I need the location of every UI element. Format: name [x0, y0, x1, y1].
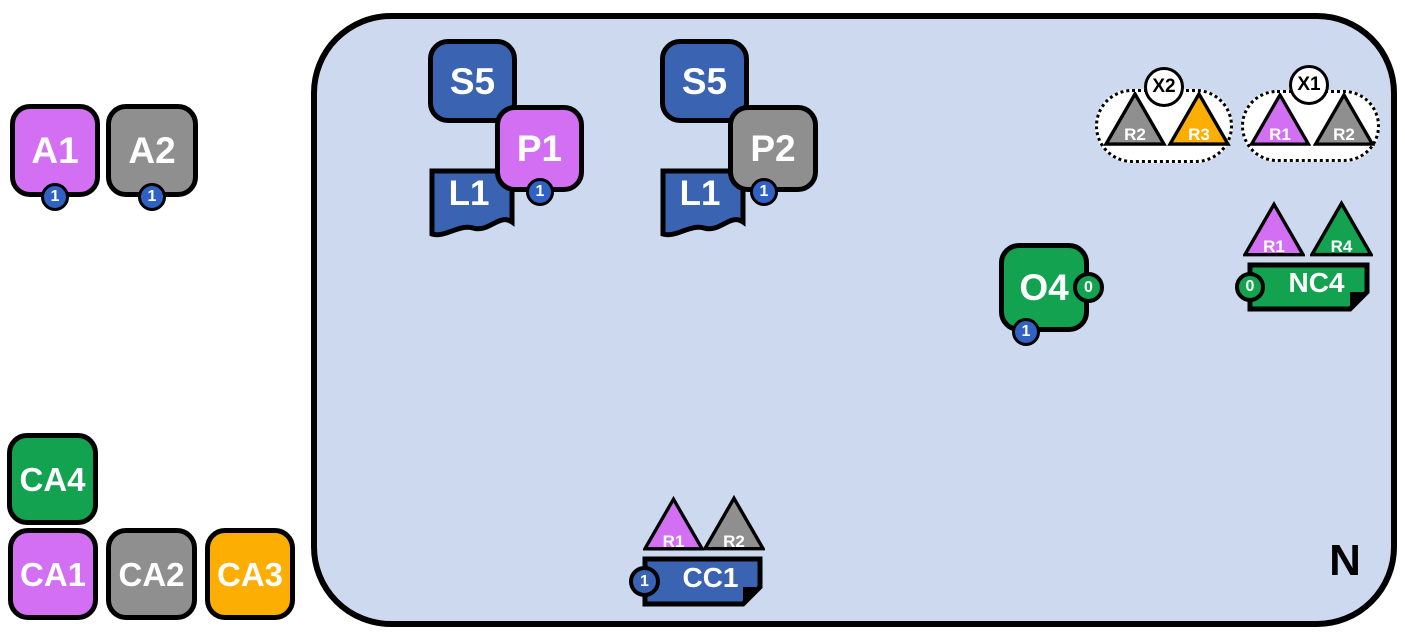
agent-label: A1: [31, 130, 79, 171]
resource-triangle-r2b[interactable]: R2: [1313, 93, 1375, 146]
piece-token-p2[interactable]: P2: [728, 105, 818, 192]
triangle-shape: [1249, 93, 1311, 146]
flag-label: L1: [679, 174, 721, 213]
agent-token-a2[interactable]: A2: [106, 104, 198, 197]
piece-p1-count-badge: 1: [526, 178, 554, 206]
note-nc4-edge-counter: 0: [1235, 272, 1265, 302]
triangle-label: R2: [723, 532, 745, 551]
card-label: CA2: [118, 555, 185, 593]
objective-o4-count-badge: 1: [1012, 318, 1040, 346]
state-label: S5: [449, 60, 496, 102]
triangle-label: R1: [662, 532, 685, 551]
resource-triangle-r1[interactable]: R1: [1249, 93, 1311, 146]
flag-token-l1[interactable]: L1: [428, 168, 516, 238]
triangle-shape: [703, 494, 765, 551]
triangle-label: R1: [1269, 125, 1291, 144]
triangle-shape: [1103, 92, 1167, 146]
card-token-ca1[interactable]: CA1: [8, 528, 98, 620]
note-token-nc4[interactable]: NC4: [1247, 262, 1370, 312]
state-label: S5: [681, 60, 728, 102]
resource-triangle-cc1-r2[interactable]: R2: [703, 494, 765, 553]
flag-label: L1: [448, 174, 490, 213]
group-x1-token[interactable]: X1: [1289, 65, 1329, 105]
triangle-shape: [1313, 93, 1375, 146]
note-label: CC1: [682, 561, 739, 593]
flag-shape: [660, 168, 746, 238]
resource-triangle-nc4-r1[interactable]: R1: [1243, 201, 1305, 258]
piece-token-p1[interactable]: P1: [495, 105, 584, 192]
note-token-cc1[interactable]: CC1: [642, 556, 763, 607]
triangle-shape: [643, 495, 704, 551]
agent-token-a1[interactable]: A1: [10, 104, 100, 197]
triangle-shape: [1310, 200, 1373, 257]
card-token-ca4[interactable]: CA4: [7, 433, 98, 525]
agent-label: A2: [128, 130, 176, 171]
resource-triangle-cc1-r1[interactable]: R1: [643, 495, 704, 553]
piece-label: P2: [750, 128, 796, 169]
triangle-label: R3: [1188, 125, 1210, 144]
agent-a1-count-badge: 1: [41, 183, 69, 211]
resource-triangle-nc4-r4[interactable]: R4: [1310, 200, 1373, 258]
piece-label: P1: [516, 128, 563, 169]
note-label: NC4: [1288, 267, 1345, 298]
card-token-ca2[interactable]: CA2: [106, 528, 197, 620]
flag-shape: [429, 168, 515, 238]
note-shape: [1247, 262, 1370, 312]
note-cc1-edge-counter: 1: [629, 566, 660, 597]
resource-triangle-r3[interactable]: R3: [1167, 92, 1231, 146]
triangle-label: R2: [1333, 125, 1355, 144]
flag-token-l1-2[interactable]: L1: [659, 168, 747, 238]
triangle-label: R4: [1330, 237, 1353, 256]
objective-o4-edge-counter: 0: [1073, 272, 1104, 303]
piece-p2-count-badge: 1: [750, 178, 778, 206]
board-label: N: [1329, 536, 1361, 585]
triangle-shape: [1243, 201, 1305, 257]
triangle-shape: [1167, 92, 1231, 146]
card-label: CA1: [19, 555, 87, 593]
triangle-label: R2: [1124, 125, 1146, 144]
card-token-ca3[interactable]: CA3: [205, 528, 295, 620]
card-label: CA3: [216, 555, 284, 593]
card-label: CA4: [19, 460, 86, 498]
group-x2-token[interactable]: X2: [1144, 67, 1184, 107]
triangle-label: R1: [1263, 237, 1285, 256]
objective-label: O4: [1019, 267, 1069, 308]
resource-triangle-r2[interactable]: R2: [1103, 92, 1167, 146]
agent-a2-count-badge: 1: [138, 183, 166, 211]
